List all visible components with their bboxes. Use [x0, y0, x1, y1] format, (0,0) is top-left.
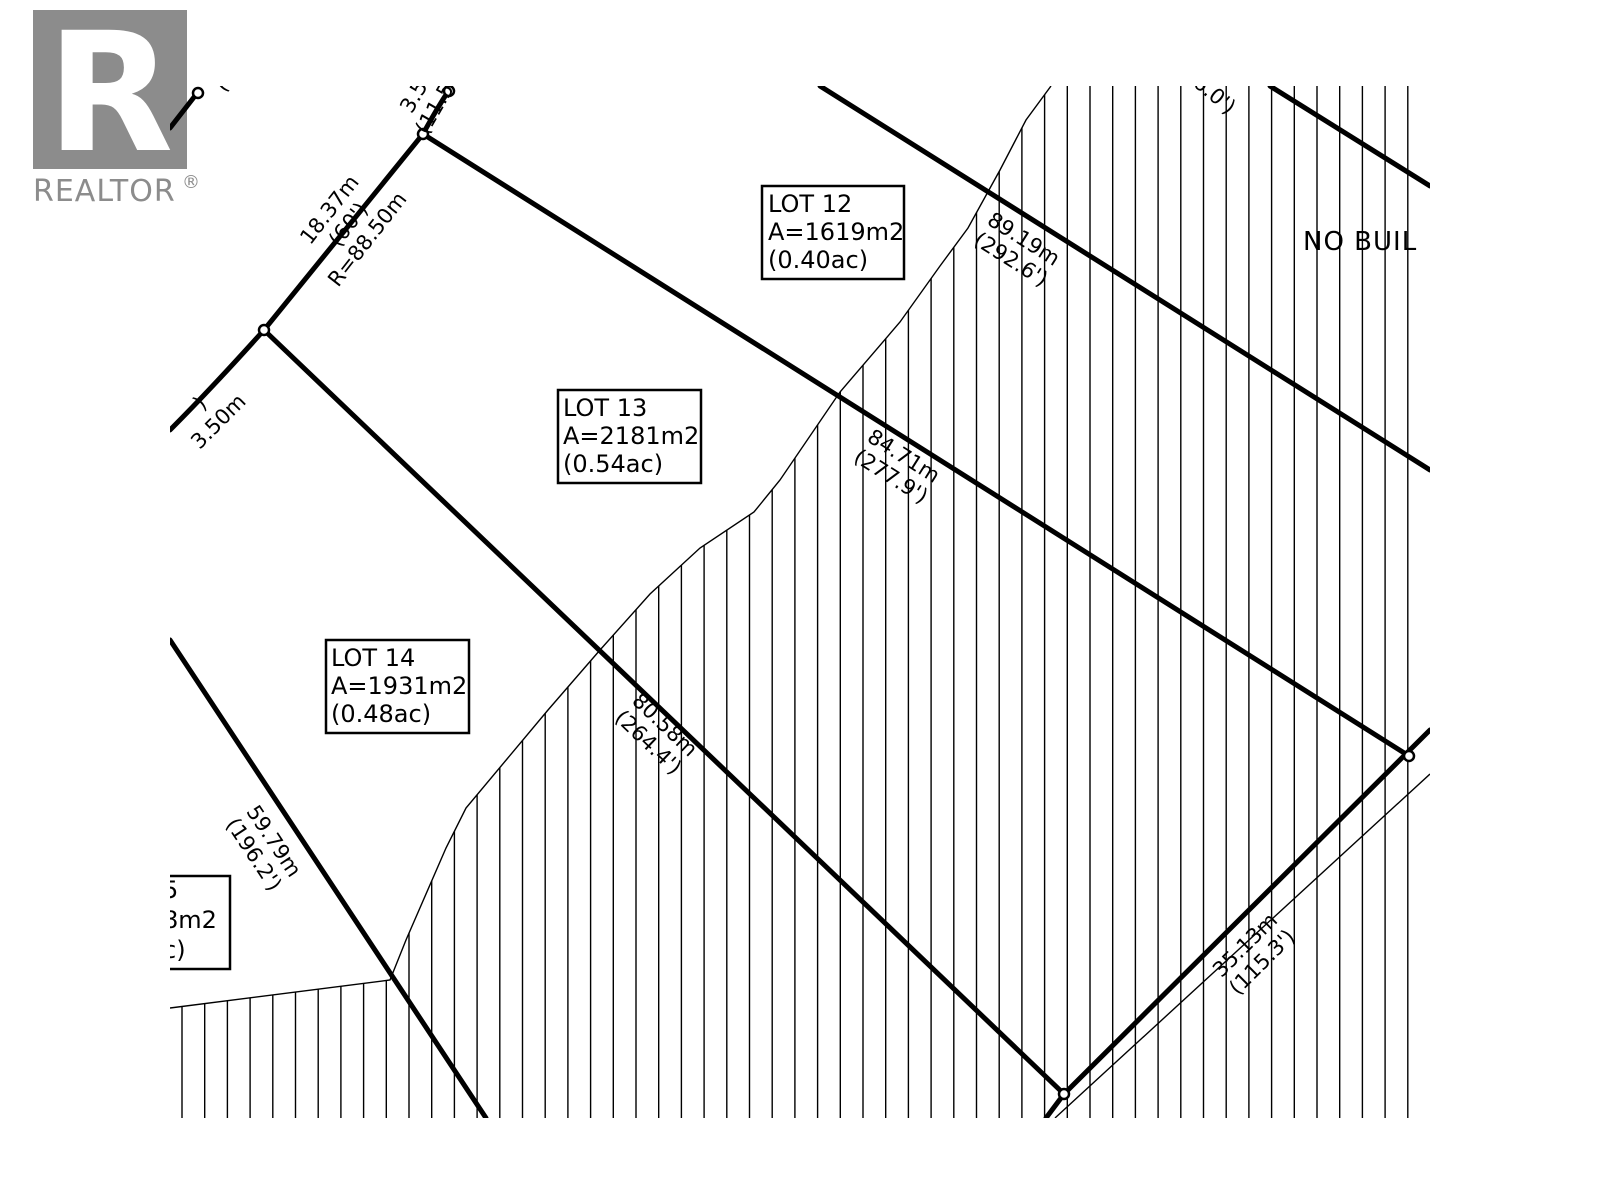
survey-pin-icon [1402, 749, 1416, 763]
survey-pin-icon [416, 127, 430, 141]
frontage-line [1061, 727, 1430, 1097]
lot-area: 8m2 [163, 906, 217, 934]
top-left-partial: ( [211, 73, 233, 97]
top-center-partial: 6.0') [1189, 70, 1241, 119]
logo-registered-mark: ® [182, 172, 200, 193]
lot-label-14: LOT 14 A=1931m2 (0.48ac) [324, 638, 471, 735]
lot-name: 5 [163, 876, 178, 904]
lot-name: LOT 14 [331, 644, 415, 672]
realtor-logo: R REALTOR ® [33, 0, 200, 209]
survey-pin-icon [442, 86, 456, 98]
lot-label-15: 5 8m2 c) [163, 874, 232, 971]
lot-label-13: LOT 13 A=2181m2 (0.54ac) [556, 388, 703, 485]
top-left-line [170, 89, 201, 131]
no-build-note: NO BUIL [1303, 227, 1417, 257]
lot-acres: (0.40ac) [768, 246, 868, 274]
road-offset-line [1054, 773, 1430, 1118]
lot-line-14-15 [170, 637, 489, 1118]
lot-area: A=2181m2 [563, 422, 699, 450]
lot-line-13-14 [261, 327, 1067, 1097]
logo-letter-icon: R [46, 0, 173, 189]
survey-pin-icon [1057, 1087, 1071, 1101]
lot-line-12-13 [420, 131, 1412, 759]
lot-area: A=1931m2 [331, 672, 467, 700]
lot-label-12: LOT 12 A=1619m2 (0.40ac) [760, 184, 906, 281]
lot-acres: c) [163, 936, 186, 964]
lot-line-11-12 [817, 86, 1430, 473]
lot-name: LOT 12 [768, 190, 852, 218]
logo-square [33, 10, 187, 169]
survey-pin-icon [191, 86, 205, 100]
logo-wordmark: REALTOR [33, 174, 176, 209]
curved-road-boundary [170, 87, 452, 433]
lot-name: LOT 13 [563, 394, 647, 422]
no-build-boundary [170, 86, 1052, 1009]
lot-acres: (0.54ac) [563, 450, 663, 478]
lot-line-top-right [1267, 86, 1430, 189]
lot-area: A=1619m2 [768, 218, 904, 246]
lot-acres: (0.48ac) [331, 700, 431, 728]
survey-pin-icon [257, 323, 271, 337]
